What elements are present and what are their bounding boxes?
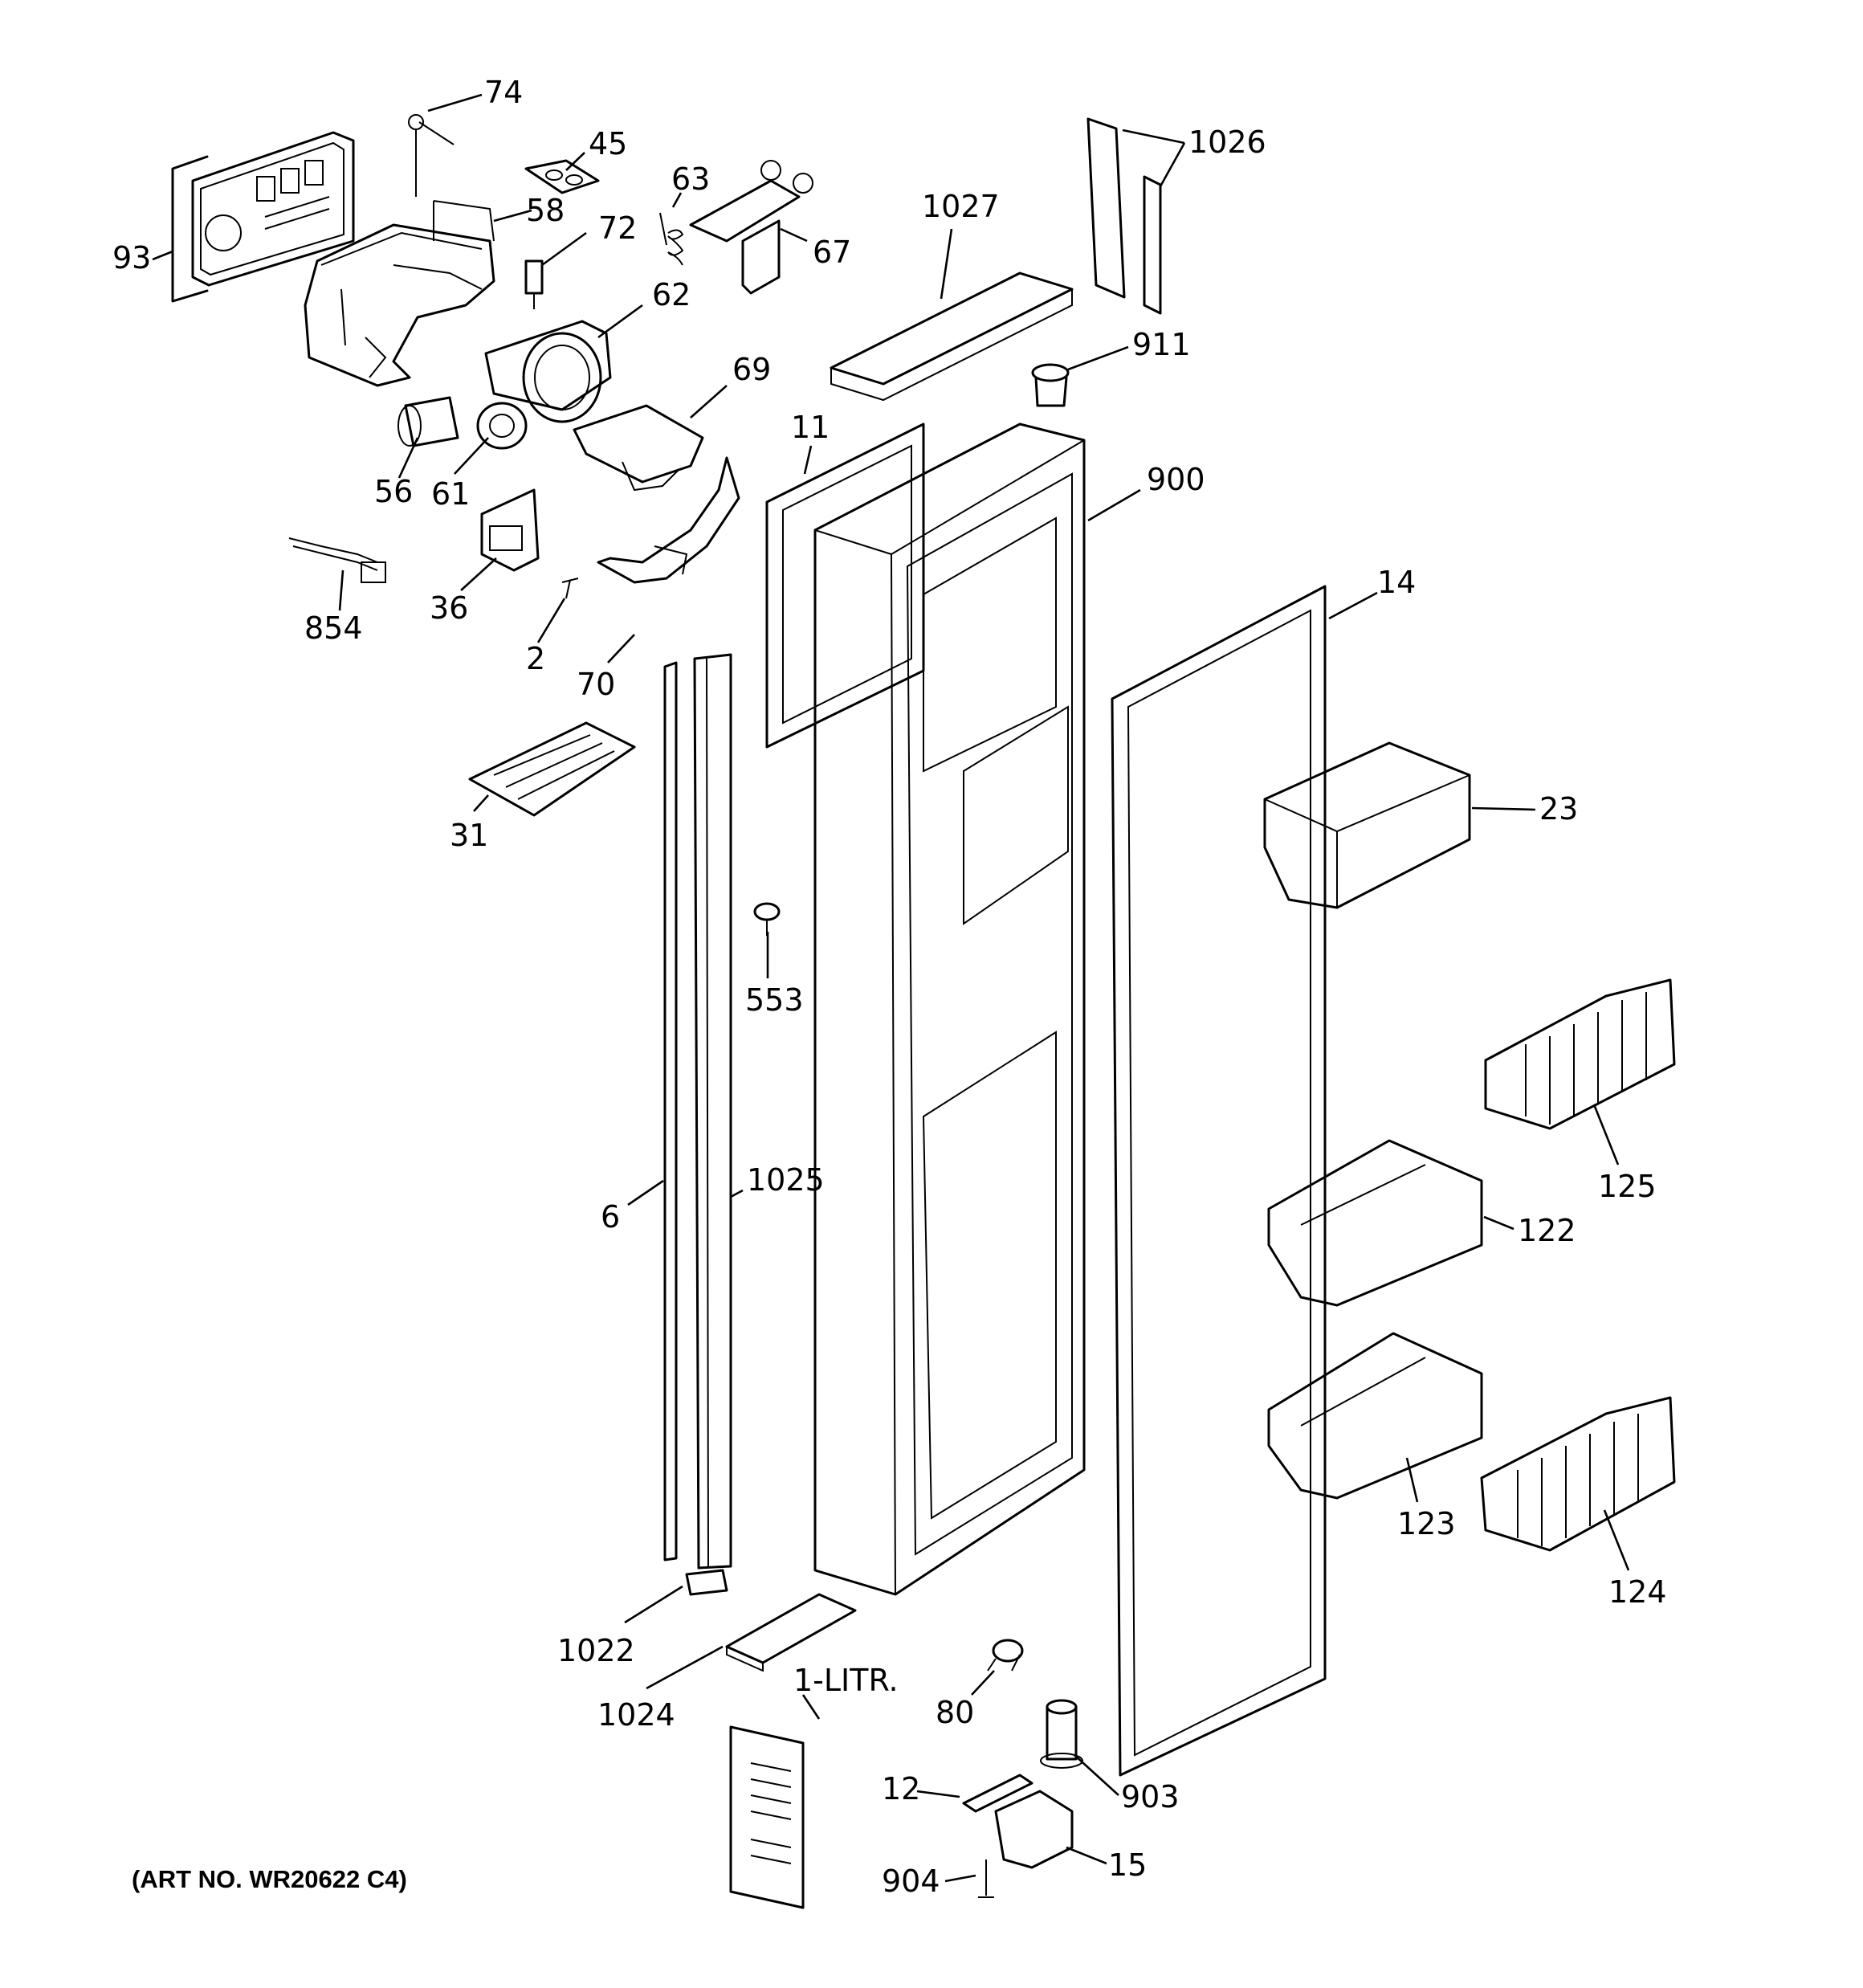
callout-36: 36 — [430, 590, 468, 626]
part-122-bin — [1267, 1139, 1483, 1307]
callout-123: 123 — [1397, 1506, 1456, 1541]
part-1-literature — [729, 1725, 805, 1909]
part-1022-clip — [685, 1569, 728, 1596]
callout-74: 74 — [484, 75, 523, 110]
part-903-hinge-pin — [1040, 1699, 1083, 1769]
callout-63: 63 — [671, 161, 710, 197]
callout-56: 56 — [374, 474, 413, 509]
part-553-fastener — [753, 902, 781, 936]
part-80-plug — [987, 1639, 1024, 1672]
callout-58: 58 — [526, 193, 565, 228]
callout-2: 2 — [526, 641, 545, 676]
part-1025-rail — [693, 653, 732, 1570]
part-124-wire-basket — [1480, 1396, 1676, 1552]
part-67-actuator — [689, 160, 813, 295]
callout-124: 124 — [1608, 1574, 1667, 1610]
callout-122: 122 — [1518, 1213, 1576, 1248]
part-72-switch — [524, 259, 544, 309]
part-11-trim-frame — [765, 423, 925, 749]
part-6-strip — [663, 661, 678, 1561]
callout-14: 14 — [1377, 565, 1416, 600]
callout-61: 61 — [431, 476, 470, 512]
part-31-grille — [468, 721, 636, 817]
callout-6: 6 — [601, 1199, 620, 1235]
part-15-bottom-hinge — [994, 1790, 1074, 1869]
part-63-coil — [659, 212, 684, 266]
callout-31: 31 — [450, 818, 488, 853]
part-74-spring — [408, 114, 455, 197]
part-12-plate — [962, 1774, 1033, 1813]
part-23-door-bin — [1263, 741, 1471, 909]
part-62-chute-ring — [484, 320, 612, 423]
part-900-door — [813, 423, 1086, 1596]
callout-1027: 1027 — [922, 189, 1000, 224]
callout-80: 80 — [936, 1695, 974, 1730]
callout-70: 70 — [577, 667, 615, 702]
callout-553: 553 — [745, 982, 804, 1018]
callout-45: 45 — [589, 126, 627, 161]
callout-900: 900 — [1147, 462, 1205, 497]
callout-1026: 1026 — [1188, 125, 1266, 160]
callout-904: 904 — [882, 1863, 940, 1899]
part-1027-top-cap — [830, 271, 1074, 402]
callout-854: 854 — [304, 610, 363, 646]
callout-23: 23 — [1539, 791, 1578, 827]
callout-62: 62 — [652, 277, 691, 312]
callout-72: 72 — [598, 210, 637, 246]
part-123-bin — [1267, 1332, 1483, 1500]
callout-1022: 1022 — [557, 1633, 635, 1668]
art-number: (ART NO. WR20622 C4) — [132, 1865, 407, 1893]
part-14-gasket — [1111, 585, 1327, 1777]
part-56-motor — [397, 396, 459, 447]
callout-69: 69 — [732, 352, 771, 387]
callout-67: 67 — [813, 235, 851, 270]
callout-911: 911 — [1132, 327, 1191, 362]
callout-1025: 1025 — [747, 1162, 825, 1198]
callout-93: 93 — [112, 240, 151, 276]
callout-125: 125 — [1598, 1169, 1657, 1204]
callout-1024: 1024 — [597, 1697, 675, 1733]
callout-903: 903 — [1121, 1779, 1180, 1815]
callout-11: 11 — [791, 410, 830, 445]
part-904-screw — [978, 1859, 994, 1898]
part-45-plate — [524, 159, 600, 194]
part-1024-bracket — [725, 1593, 857, 1672]
part-1026-hinge-cover — [1086, 117, 1162, 315]
callout-12: 12 — [882, 1771, 920, 1806]
leader-lines — [152, 93, 1630, 1883]
part-2-screw — [561, 578, 579, 599]
callout-1-litr: 1-LITR. — [793, 1663, 899, 1698]
callout-15: 15 — [1108, 1847, 1147, 1883]
part-36-bracket — [480, 488, 540, 572]
part-911-bushing — [1031, 363, 1070, 407]
part-93-control-panel — [171, 131, 355, 303]
part-125-wire-basket — [1484, 978, 1676, 1130]
part-61-coupler — [476, 402, 528, 450]
part-854-harness — [288, 537, 386, 583]
part-69-funnel — [573, 404, 704, 492]
part-58-dispenser-housing — [304, 200, 495, 387]
part-70-chute-door — [597, 456, 740, 584]
callout-labels: 74 45 63 1026 1027 58 72 67 93 62 911 69… — [112, 75, 1667, 1899]
